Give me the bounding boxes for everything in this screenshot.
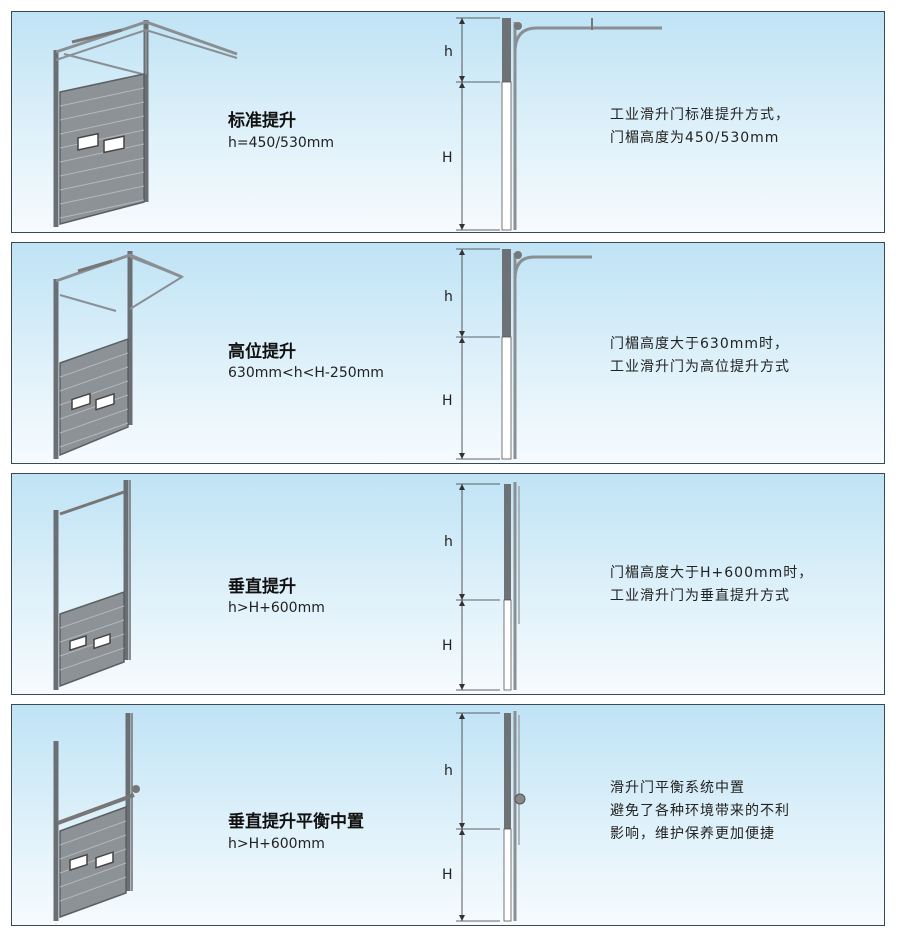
dimension-H-label: H bbox=[442, 867, 453, 883]
desc-line: 门楣高度大于630mm时， bbox=[610, 336, 789, 352]
door-illustration-high-lift bbox=[53, 251, 185, 459]
desc-line: 影响，维护保养更加便捷 bbox=[610, 826, 775, 842]
desc-line: 滑升门平衡系统中置 bbox=[610, 780, 745, 796]
dimension-h-label: h bbox=[444, 44, 453, 60]
lift-type-title: 标准提升 bbox=[228, 111, 296, 131]
dimension-H-label: H bbox=[442, 638, 453, 654]
door-illustration-center-balance bbox=[53, 713, 140, 921]
lift-description: 门楣高度大于630mm时， 工业滑升门为高位提升方式 bbox=[610, 333, 790, 379]
dimension-H-label: H bbox=[442, 393, 453, 409]
lift-type-title: 垂直提升 bbox=[228, 577, 296, 597]
desc-line: 避免了各种环境带来的不利 bbox=[610, 803, 790, 819]
desc-line: 工业滑升门标准提升方式， bbox=[610, 107, 790, 123]
dimension-h-label: h bbox=[444, 534, 453, 550]
lift-formula: 630mm<h<H-250mm bbox=[228, 365, 384, 381]
door-illustration-standard bbox=[53, 20, 238, 227]
dimension-diagram-center-balance: h H bbox=[442, 711, 526, 922]
lift-description: 工业滑升门标准提升方式， 门楣高度为450/530mm bbox=[610, 104, 790, 150]
panel-vertical-lift: 垂直提升 h>H+600mm h H 门楣高度大于H+600mm时， 工业滑升门… bbox=[11, 473, 885, 695]
desc-line: 门楣高度为450/530mm bbox=[610, 130, 780, 146]
dimension-h-label: h bbox=[444, 763, 453, 779]
door-illustration-vertical-lift bbox=[53, 480, 131, 690]
dimension-diagram-high-lift: h H bbox=[442, 248, 592, 460]
lift-type-title: 高位提升 bbox=[228, 342, 296, 362]
lift-description: 门楣高度大于H+600mm时， 工业滑升门为垂直提升方式 bbox=[610, 562, 813, 608]
lift-formula: h>H+600mm bbox=[228, 600, 325, 616]
desc-line: 工业滑升门为垂直提升方式 bbox=[610, 588, 790, 604]
dimension-h-label: h bbox=[444, 289, 453, 305]
desc-line: 门楣高度大于H+600mm时， bbox=[610, 565, 814, 581]
dimension-diagram-standard: h H bbox=[442, 17, 662, 231]
dimension-H-label: H bbox=[442, 150, 453, 166]
lift-description: 滑升门平衡系统中置 避免了各种环境带来的不利 影响，维护保养更加便捷 bbox=[610, 777, 790, 846]
lift-type-title: 垂直提升平衡中置 bbox=[228, 812, 364, 832]
lift-formula: h=450/530mm bbox=[228, 135, 335, 151]
desc-line: 工业滑升门为高位提升方式 bbox=[610, 359, 790, 375]
panel-standard-lift: 标准提升 h=450/530mm h H 工业滑升门标准提升方式， 门楣高度为4… bbox=[11, 11, 885, 233]
panel-high-lift: 高位提升 630mm<h<H-250mm h H 门楣高度大于630mm时， 工… bbox=[11, 242, 885, 464]
panel-vertical-lift-center-balance: 垂直提升平衡中置 h>H+600mm h H 滑升门平衡系统中置 避免了各种环境… bbox=[11, 704, 885, 926]
lift-formula: h>H+600mm bbox=[228, 836, 325, 852]
dimension-diagram-vertical-lift: h H bbox=[442, 482, 520, 691]
